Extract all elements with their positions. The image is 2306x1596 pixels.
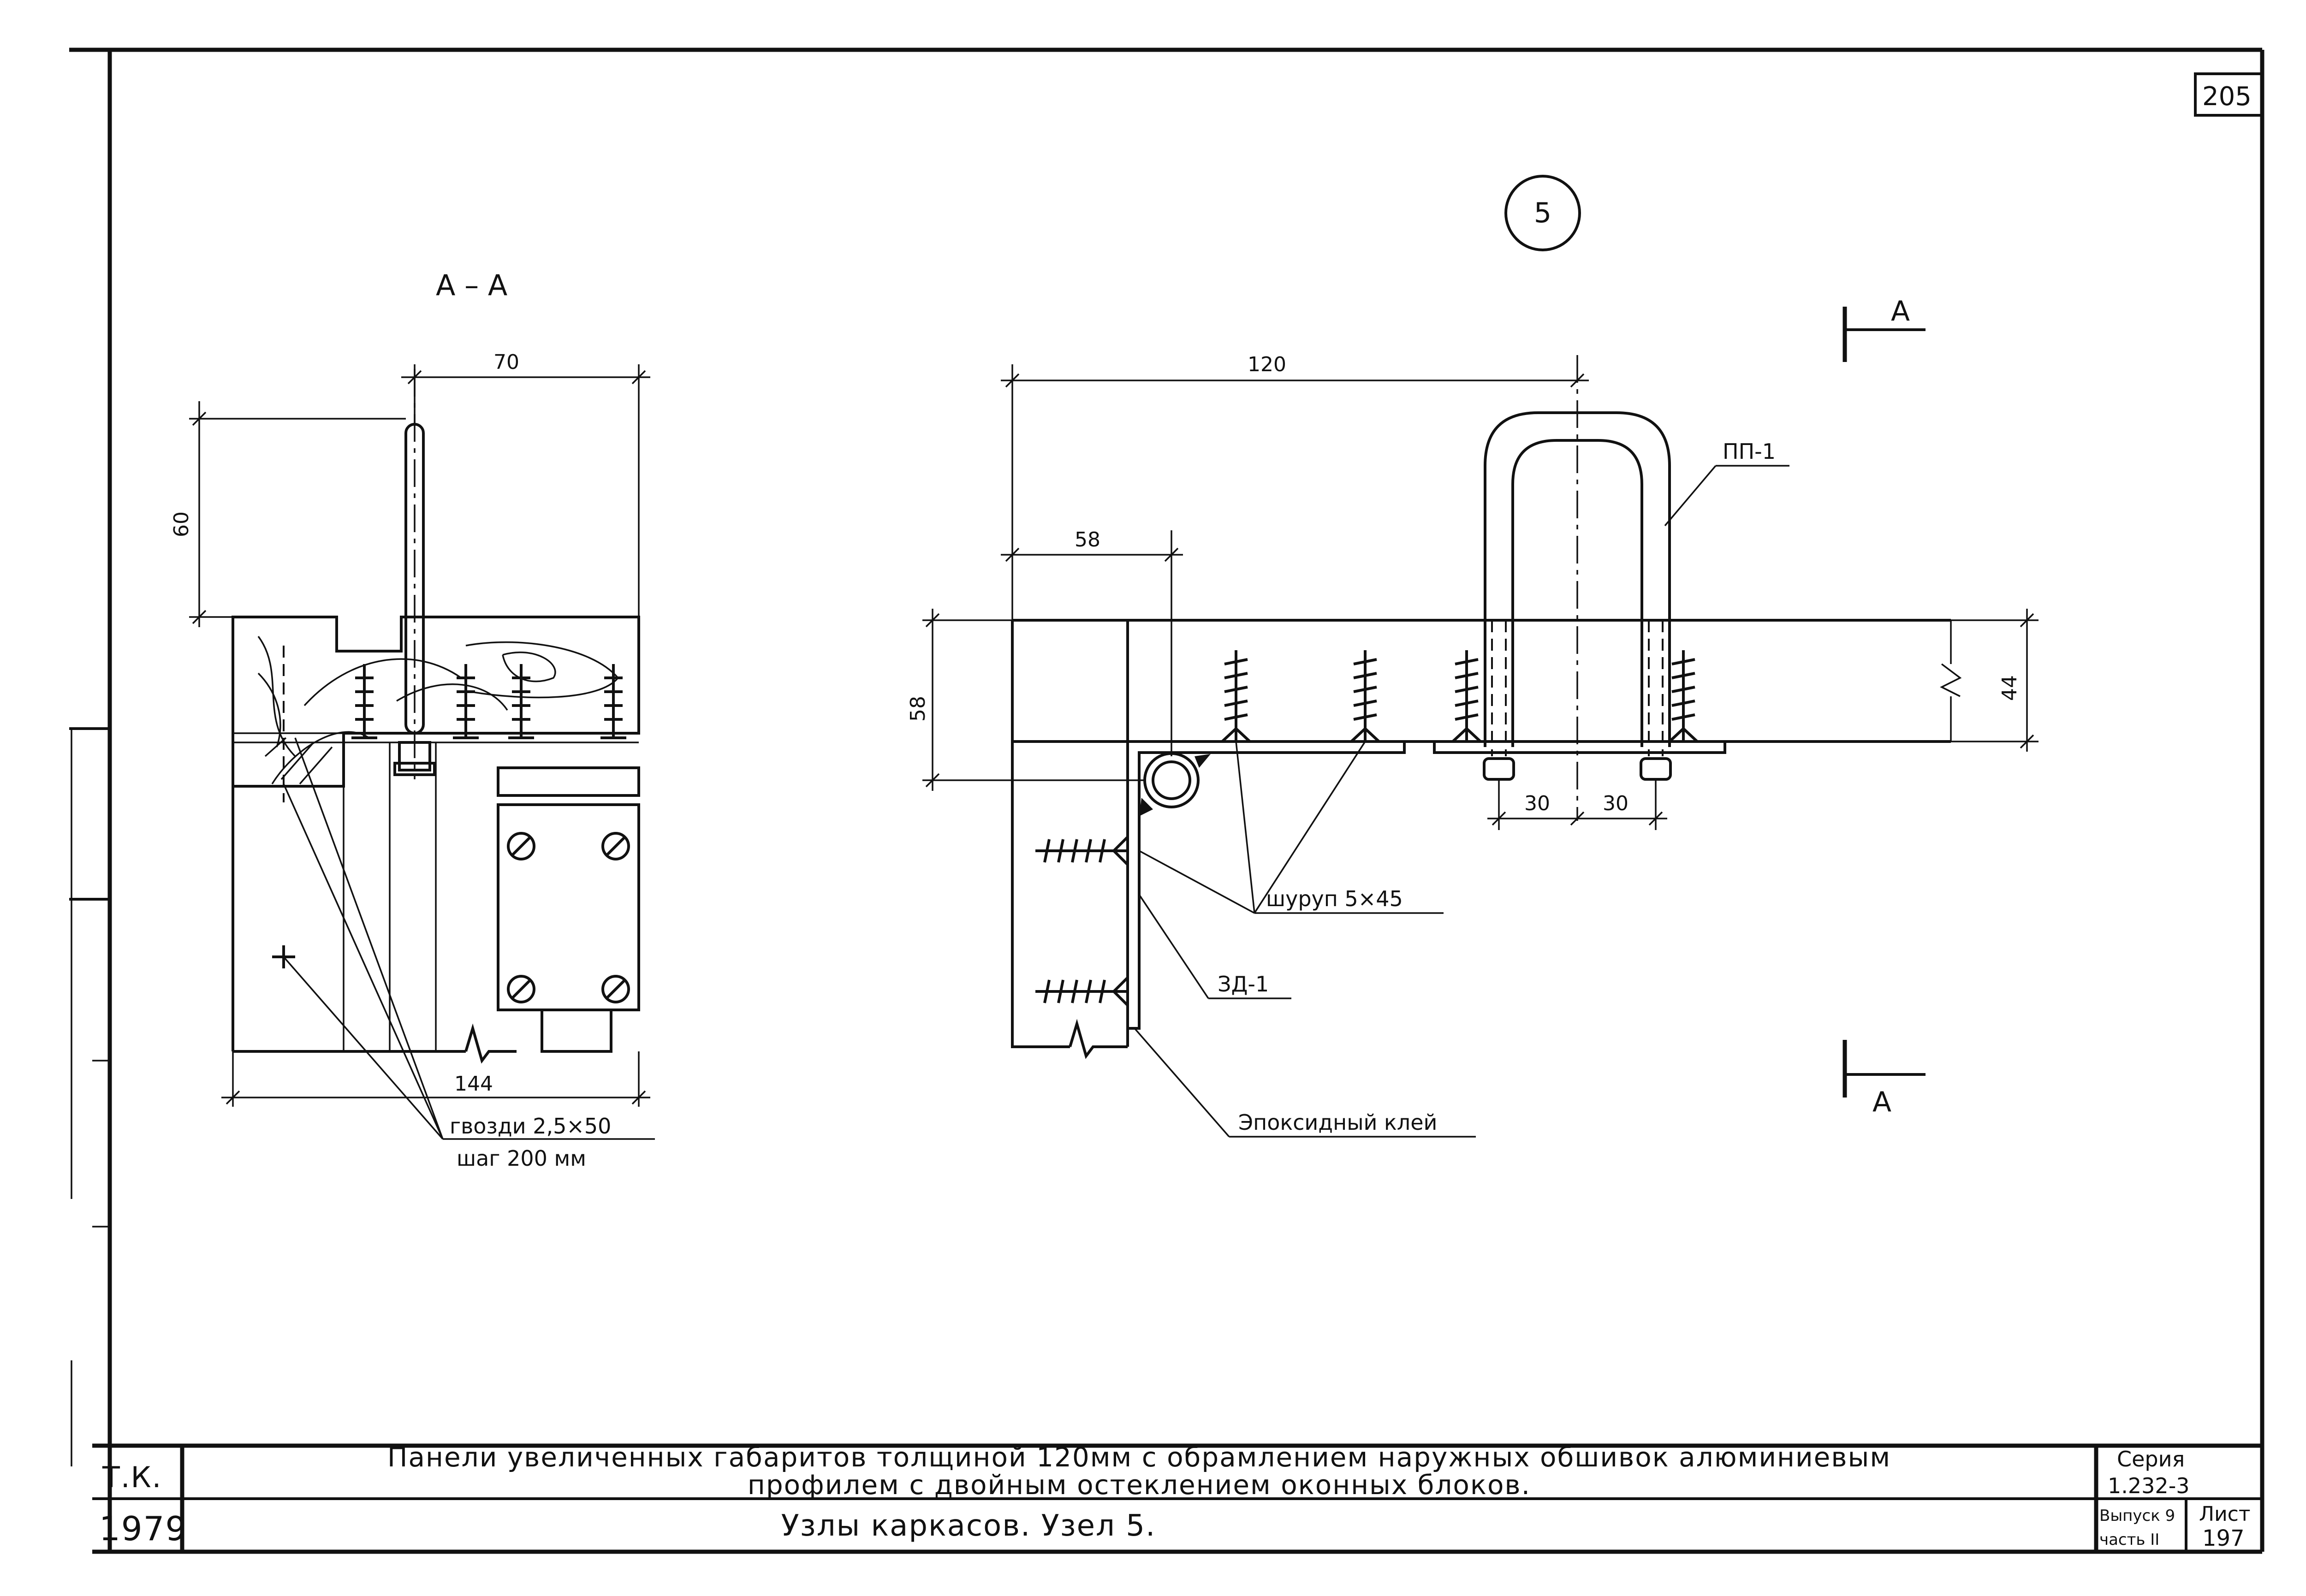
part-label: ЗД-1 bbox=[1218, 972, 1269, 997]
nails-pitch: шаг 200 мм bbox=[457, 1146, 586, 1171]
bolt-label: ПП-1 bbox=[1723, 439, 1776, 464]
plate-bolts bbox=[507, 832, 630, 1003]
dim-60: 60 bbox=[170, 511, 193, 537]
left-dimensions bbox=[189, 364, 650, 1107]
left-section-view bbox=[232, 369, 640, 1064]
left-screws bbox=[351, 664, 626, 739]
section-mark-bottom: А bbox=[1872, 1086, 1891, 1118]
title-line-2: профилем с двойным остеклением оконных б… bbox=[748, 1469, 1531, 1501]
title-block bbox=[92, 1443, 2262, 1552]
dim-120: 120 bbox=[1248, 353, 1286, 376]
right-node-view bbox=[1011, 355, 1962, 1059]
nails-label: гвозди 2,5×50 bbox=[450, 1114, 611, 1139]
section-marks bbox=[1842, 307, 1926, 1098]
right-screws bbox=[1035, 650, 1699, 1007]
dim-30-right: 30 bbox=[1603, 792, 1628, 815]
right-leaders bbox=[1134, 465, 1789, 1138]
dim-58-vertical: 58 bbox=[906, 696, 930, 722]
sheet-value: 197 bbox=[2202, 1525, 2245, 1551]
right-dimensions bbox=[922, 364, 2039, 830]
section-mark-top: А bbox=[1891, 295, 1910, 327]
dim-70: 70 bbox=[493, 350, 519, 374]
part-number: часть II bbox=[2099, 1531, 2159, 1549]
page-number: 205 bbox=[2202, 82, 2252, 112]
screw-label: шуруп 5×45 bbox=[1266, 886, 1403, 911]
nails-leader bbox=[283, 737, 655, 1140]
subtitle: Узлы каркасов. Узел 5. bbox=[781, 1509, 1156, 1543]
node-number: 5 bbox=[1534, 197, 1551, 229]
dim-30-left: 30 bbox=[1524, 792, 1550, 815]
node-circle bbox=[1504, 175, 1581, 251]
org-abbrev: Т.К. bbox=[102, 1460, 162, 1494]
series-label: Серия bbox=[2117, 1447, 2185, 1471]
dim-44: 44 bbox=[1998, 675, 2021, 701]
title-line-1: Панели увеличенных габаритов толщиной 12… bbox=[387, 1442, 1891, 1473]
issue-label: Выпуск 9 bbox=[2099, 1507, 2175, 1525]
year: 1979 bbox=[99, 1509, 187, 1548]
sheet-label: Лист bbox=[2199, 1502, 2251, 1526]
dim-144: 144 bbox=[454, 1072, 493, 1096]
section-label: А – А bbox=[436, 268, 507, 302]
dim-58-horizontal: 58 bbox=[1075, 528, 1100, 552]
glue-label: Эпоксидный клей bbox=[1238, 1110, 1437, 1135]
series-value: 1.232-3 bbox=[2108, 1473, 2190, 1498]
sheet-frame bbox=[69, 47, 2264, 1554]
